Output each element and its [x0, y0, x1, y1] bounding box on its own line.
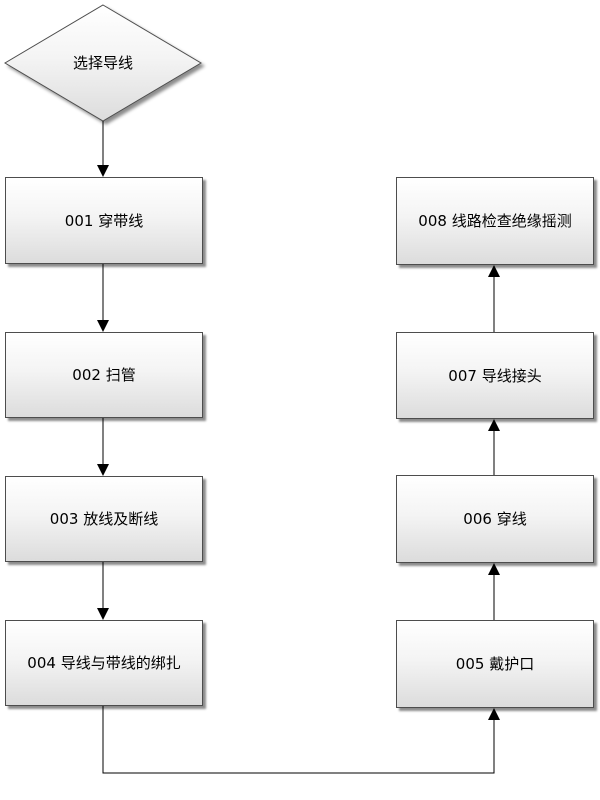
step-006-label: 006 穿线: [463, 510, 527, 528]
arrowhead-008: [488, 265, 500, 277]
arrowhead-005: [488, 708, 500, 720]
step-007-label: 007 导线接头: [448, 366, 542, 385]
arrowhead-001: [97, 165, 109, 177]
step-001-box: 001 穿带线: [5, 177, 203, 264]
arrowhead-002: [97, 320, 109, 332]
step-005-label: 005 戴护口: [455, 655, 535, 673]
step-005-box: 005 戴护口: [396, 620, 594, 708]
step-008-box: 008 线路检查绝缘摇测: [396, 177, 594, 265]
step-004-label: 004 导线与带线的绑扎: [27, 654, 181, 672]
arrowhead-006: [488, 563, 500, 575]
arrowhead-007: [488, 419, 500, 431]
step-004-box: 004 导线与带线的绑扎: [5, 620, 203, 706]
arrowhead-003: [97, 464, 109, 476]
step-003-label: 003 放线及断线: [49, 510, 159, 528]
step-002-box: 002 扫管: [5, 332, 203, 418]
step-002-label: 002 扫管: [72, 366, 136, 384]
step-008-label: 008 线路检查绝缘摇测: [418, 212, 572, 230]
start-decision-text: 选择导线: [72, 53, 133, 72]
step-003-box: 003 放线及断线: [5, 476, 203, 562]
connector-004-to-005: [102, 706, 495, 774]
step-001-label: 001 穿带线: [64, 211, 144, 230]
step-007-box: 007 导线接头: [396, 332, 594, 419]
arrowhead-004: [97, 608, 109, 620]
step-006-box: 006 穿线: [396, 475, 594, 563]
start-decision-label: 选择导线: [5, 4, 201, 120]
